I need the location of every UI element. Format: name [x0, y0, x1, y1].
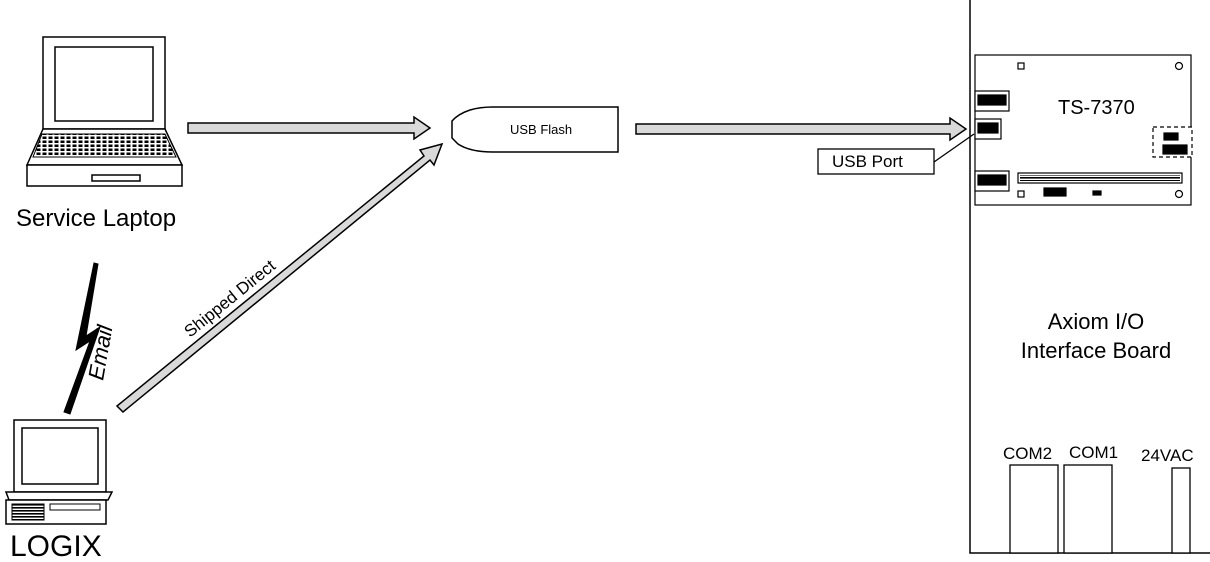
axiom-board	[969, 0, 1210, 554]
com1-port	[1063, 464, 1113, 554]
arrow-flash-to-board	[635, 116, 968, 142]
usb-flash-drive-icon	[451, 106, 619, 153]
usb-port-callout	[817, 148, 935, 175]
arrow-laptop-to-flash	[187, 115, 432, 141]
com1-label: COM1	[1069, 443, 1118, 462]
logix-label: LOGIX	[10, 530, 102, 562]
axiom-label-line1: Axiom I/O	[1048, 309, 1145, 334]
shipped-direct-label: Shipped Direct	[181, 256, 280, 341]
ts7370-label: TS-7370	[1058, 97, 1135, 119]
com2-label: COM2	[1003, 444, 1052, 463]
laptop-icon	[25, 36, 184, 187]
lightning-bolt-icon	[63, 262, 101, 415]
power-port	[1171, 467, 1191, 554]
desktop-computer-icon	[4, 419, 114, 525]
usb-flash-label: USB Flash	[510, 122, 572, 137]
com2-port	[1009, 464, 1059, 554]
connector-ports	[1009, 464, 1191, 554]
axiom-label-line2: Interface Board	[1021, 338, 1171, 363]
ts7370-board	[974, 54, 1193, 206]
usb-port-label: USB Port	[832, 152, 903, 171]
email-label: Email	[83, 322, 117, 382]
service-laptop-label: Service Laptop	[16, 205, 176, 232]
arrow-logix-to-flash	[115, 142, 444, 414]
power-label: 24VAC	[1141, 446, 1194, 465]
